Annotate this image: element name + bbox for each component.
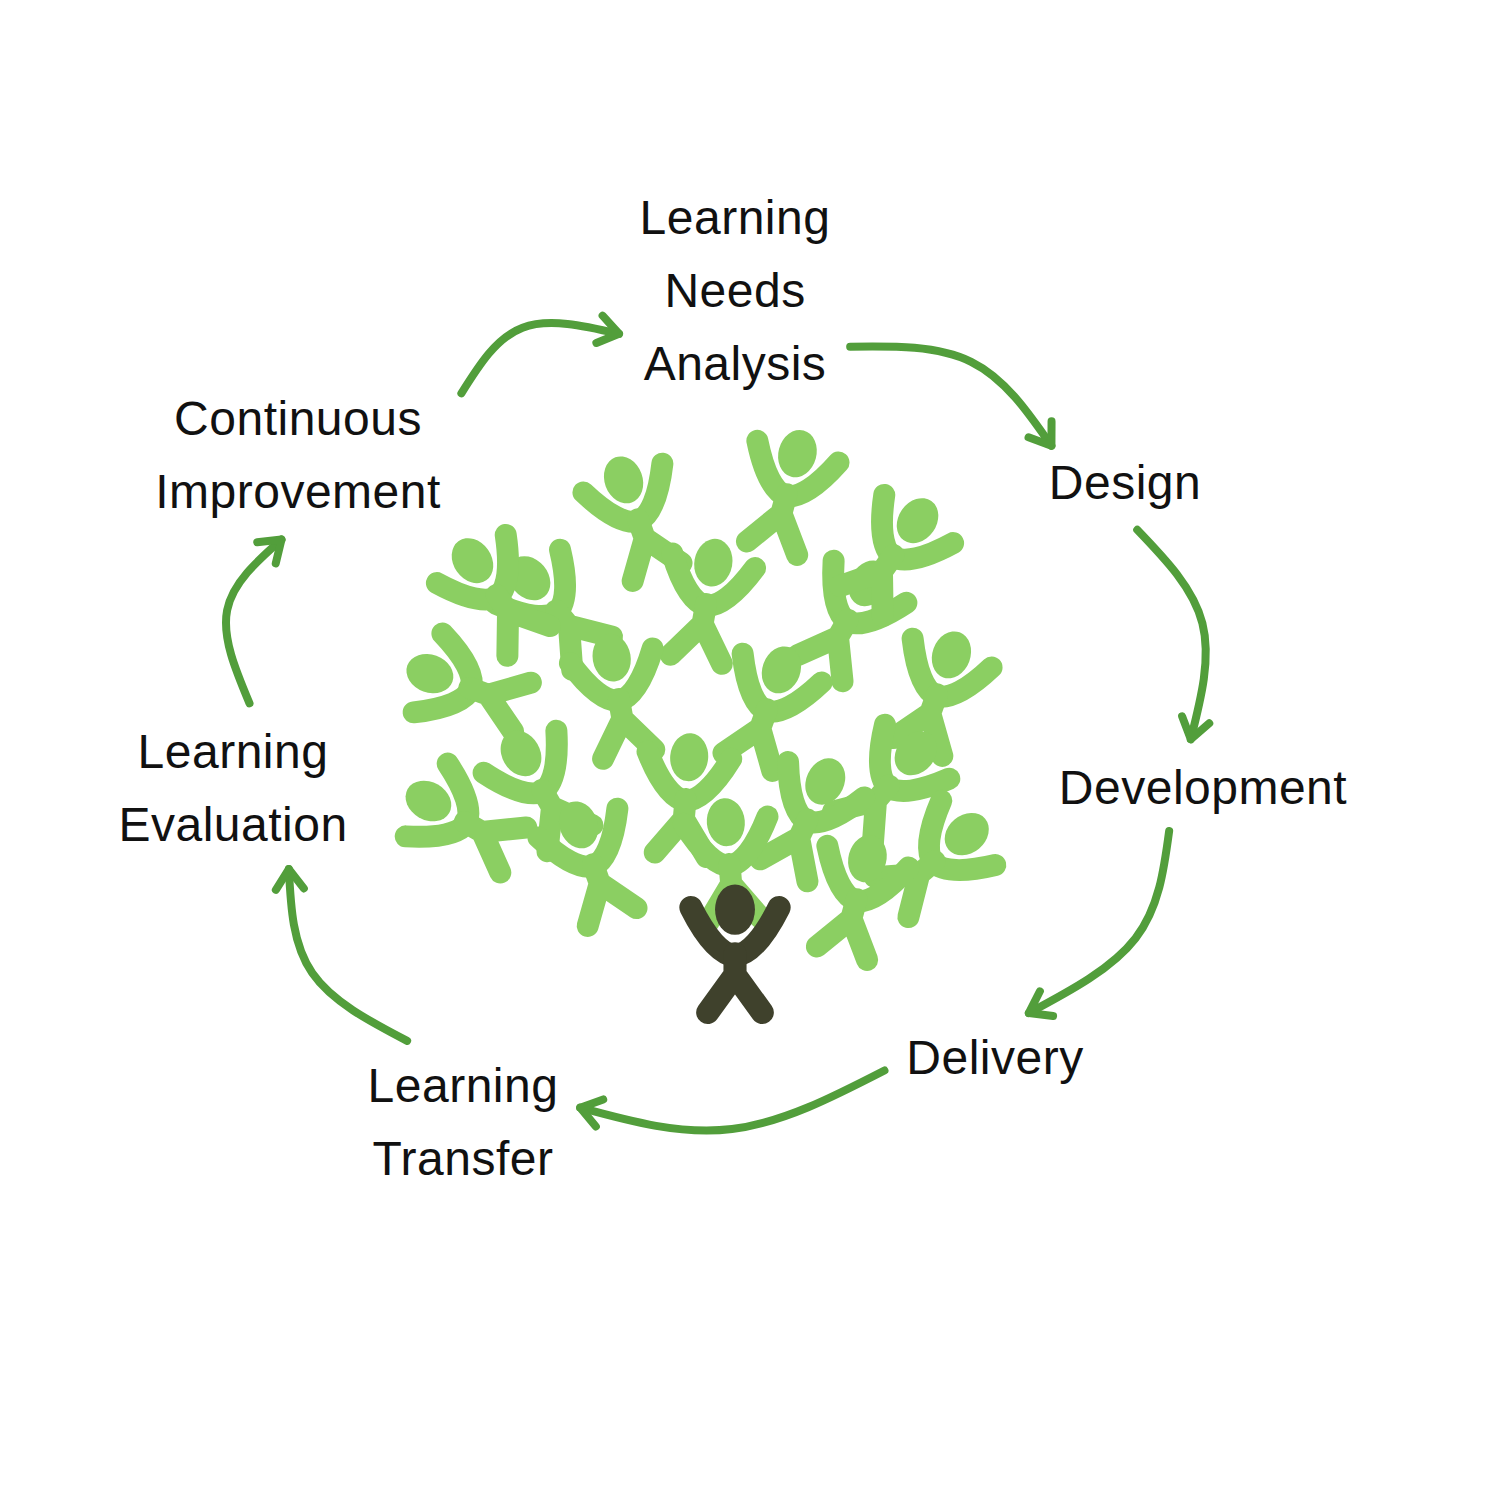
stage-label: Delivery: [845, 1021, 1145, 1094]
figure-legs: [747, 487, 812, 555]
person-figure: [387, 753, 535, 887]
figure-head: [705, 797, 747, 848]
cycle-arrow: [226, 540, 282, 704]
figure-legs: [840, 540, 915, 616]
stage-label: Learning Transfer: [313, 1049, 613, 1195]
stage-name: Design: [975, 446, 1275, 519]
figure-legs: [569, 855, 637, 925]
figure-head: [668, 732, 710, 783]
stage-label: Design: [975, 446, 1275, 519]
stage-name: Continuous Improvement: [108, 382, 488, 528]
stage-name: Learning Evaluation: [73, 715, 393, 861]
figure-arms: [406, 764, 488, 860]
figure-legs: [460, 664, 530, 732]
leader-figure: [691, 884, 779, 1012]
person-figure: [801, 825, 914, 965]
cycle-arrow: [580, 1071, 884, 1131]
person-figure: [424, 517, 563, 665]
cycle-arrow: [850, 346, 1051, 445]
cycle-arrow: [1029, 831, 1169, 1013]
stage-label: Learning Evaluation: [73, 715, 393, 861]
figure-head: [715, 884, 755, 934]
person-figure: [865, 787, 1012, 930]
person-figure: [566, 627, 670, 762]
stage-label: Continuous Improvement: [108, 382, 488, 528]
figure-legs: [797, 607, 870, 681]
person-figure: [827, 477, 966, 625]
person-figure: [731, 420, 844, 560]
cycle-arrow: [289, 869, 407, 1041]
stage-label: Learning Needs Analysis: [595, 181, 875, 400]
stage-name: Learning Transfer: [313, 1049, 613, 1195]
person-figure: [531, 788, 652, 931]
stage-name: Delivery: [845, 1021, 1145, 1094]
person-figure: [878, 618, 999, 761]
stage-name: Learning Needs Analysis: [595, 181, 875, 400]
cycle-arrow: [461, 323, 619, 393]
figure-arms: [769, 762, 865, 839]
figure-arms: [484, 731, 580, 813]
figure-legs: [452, 799, 526, 872]
figure-legs: [708, 954, 763, 1013]
figure-legs: [671, 600, 732, 664]
stage-label: Development: [1003, 751, 1403, 824]
figure-legs: [817, 892, 882, 960]
figure-legs: [475, 580, 550, 656]
cycle-arrow: [1137, 530, 1206, 739]
stage-name: Development: [1003, 751, 1403, 824]
